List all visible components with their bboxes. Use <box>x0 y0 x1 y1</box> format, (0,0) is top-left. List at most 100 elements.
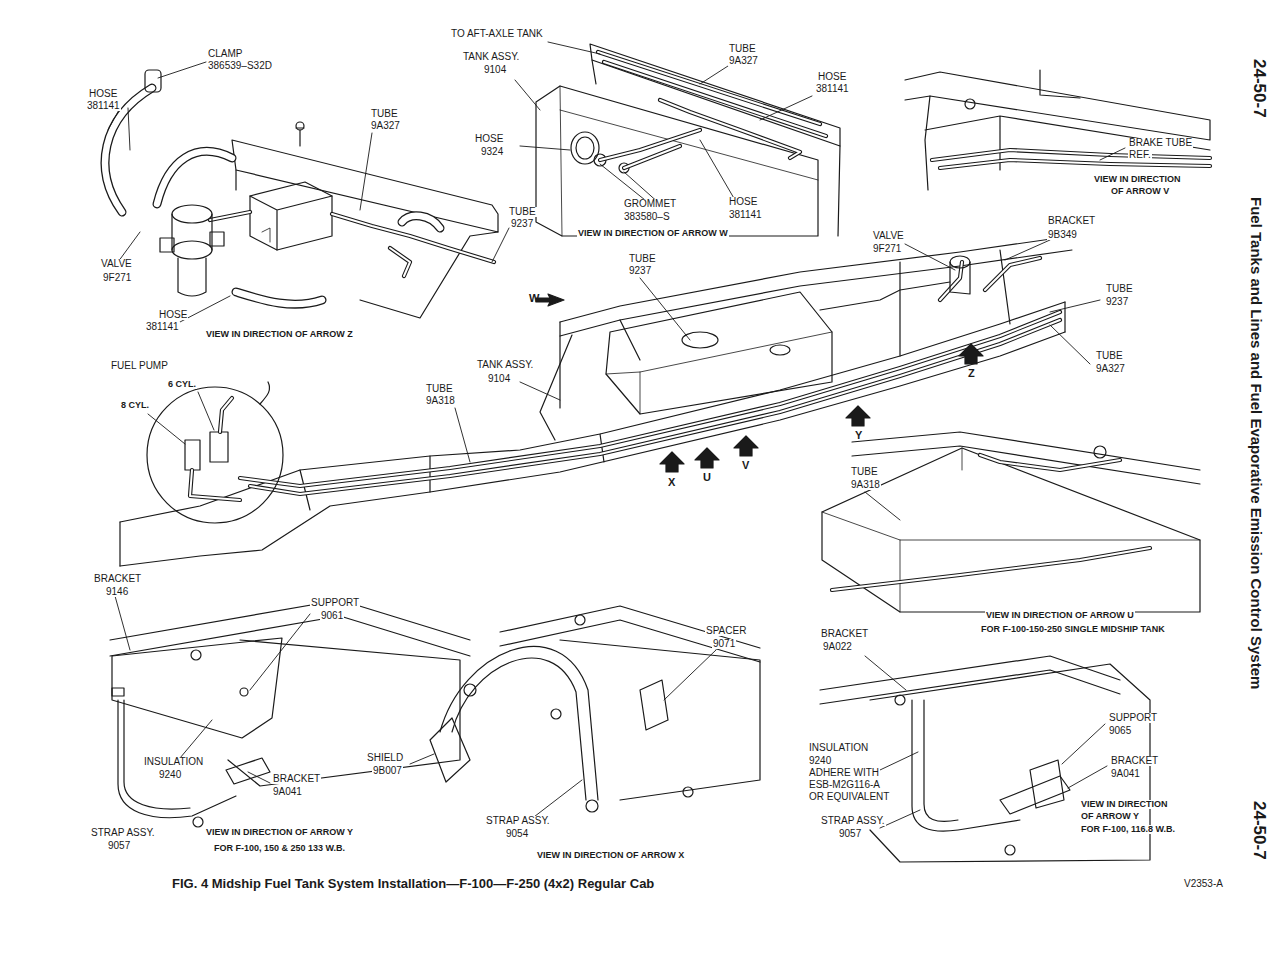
view-z-assembly-part <box>232 140 498 232</box>
view-caption: 8 CYL. <box>120 401 150 410</box>
part-label: STRAP ASSY. <box>820 816 886 826</box>
view-z-assembly-part <box>108 62 509 322</box>
part-label: 386539–S32D <box>207 61 273 71</box>
chassis-frame-part <box>560 250 1010 408</box>
part-label: VALVE <box>872 231 905 241</box>
view-z-assembly-part <box>402 216 440 228</box>
part-label: CLAMP <box>207 49 243 59</box>
view-y-116-assembly-part <box>1005 845 1015 855</box>
part-label: 9237 <box>510 219 534 229</box>
part-label: 9057 <box>107 841 131 851</box>
part-label: 381141 <box>86 101 121 111</box>
chassis-frame-part <box>250 320 1060 494</box>
part-label: BRAKE TUBE <box>1128 138 1193 148</box>
chassis-frame-part <box>940 258 1040 300</box>
part-label: TUBE <box>370 109 399 119</box>
part-label: 9061 <box>320 611 344 621</box>
part-label: INSULATION <box>808 743 869 753</box>
view-z-assembly-part <box>390 248 410 276</box>
view-z-assembly <box>105 62 509 322</box>
part-label: TUBE <box>1095 351 1124 361</box>
view-v-assembly-part <box>932 150 1210 168</box>
part-label: FUEL PUMP <box>110 361 169 371</box>
view-y-133-assembly-part <box>112 638 282 738</box>
view-z-assembly-part <box>402 216 440 228</box>
part-label: TANK ASSY. <box>476 360 534 370</box>
part-label: ESB-M2G116-A <box>808 780 881 790</box>
arrow-letter: X <box>667 477 676 488</box>
view-z-assembly-part <box>296 122 304 130</box>
chassis-frame <box>120 236 1100 566</box>
part-label: 9240 <box>158 770 182 780</box>
view-z-assembly-part <box>210 232 224 246</box>
part-label: 381141 <box>728 210 763 220</box>
view-x-assembly-part <box>440 647 598 800</box>
part-label: 9A318 <box>425 396 456 406</box>
view-z-assembly-part <box>172 214 212 250</box>
view-v-assembly-part <box>925 96 1210 190</box>
part-label: 9065 <box>1108 726 1132 736</box>
part-label: 9A041 <box>1110 769 1141 779</box>
part-label: ADHERE WITH <box>808 768 880 778</box>
part-label: REF. <box>1128 150 1152 160</box>
part-label: HOSE <box>88 89 118 99</box>
view-u-assembly <box>822 432 1200 612</box>
part-label: TUBE <box>508 207 537 217</box>
part-label: BRACKET <box>272 774 321 784</box>
view-w-assembly-part <box>515 42 812 204</box>
chassis-frame-part <box>950 256 970 268</box>
part-label: 9104 <box>487 374 511 384</box>
view-z-assembly-part <box>236 170 498 318</box>
part-label: BRACKET <box>1047 216 1096 226</box>
view-arrow <box>536 294 983 472</box>
view-z-assembly-part <box>390 248 410 276</box>
view-y-133-assembly <box>110 596 470 827</box>
view-u-assembly-part <box>852 432 1200 484</box>
view-z-assembly-part <box>172 205 212 223</box>
chassis-frame-part <box>260 382 270 404</box>
part-label: HOSE <box>728 197 758 207</box>
view-u-assembly-part <box>832 548 1150 590</box>
view-y-116-assembly-part <box>895 695 905 705</box>
arrow-letter: W <box>528 293 540 304</box>
view-w-assembly-part <box>600 130 700 168</box>
chassis-frame-part <box>606 332 832 414</box>
part-label: 381141 <box>145 322 180 332</box>
view-x-assembly-part <box>640 680 668 730</box>
view-caption: 6 CYL. <box>167 380 197 389</box>
view-caption: FOR F-100-150-250 SINGLE MIDSHIP TANK <box>980 625 1166 634</box>
view-y-133-assembly-part <box>124 700 190 809</box>
view-caption: VIEW IN DIRECTION OF ARROW W <box>577 229 729 238</box>
part-label: STRAP ASSY. <box>90 828 156 838</box>
view-z-assembly-part <box>236 292 322 304</box>
view-w-assembly-part <box>660 100 800 158</box>
view-z-assembly-part <box>210 212 494 262</box>
view-u-assembly-part <box>822 448 1200 612</box>
view-caption: FOR F-100, 116.8 W.B. <box>1080 825 1176 834</box>
view-u-assembly-part <box>980 455 1120 470</box>
view-x-assembly-part <box>551 709 561 719</box>
figure-caption: FIG. 4 Midship Fuel Tank System Installa… <box>172 876 654 891</box>
arrow-letter: U <box>702 472 712 483</box>
part-label: 9057 <box>838 829 862 839</box>
part-label: GROMMET <box>623 199 677 209</box>
view-v-assembly <box>905 70 1210 190</box>
section-heading: Fuel Tanks and Lines and Fuel Evaporativ… <box>1249 196 1264 690</box>
view-caption: OF ARROW Y <box>1080 812 1140 821</box>
chassis-frame-part <box>682 332 718 348</box>
part-label: 9146 <box>105 587 129 597</box>
part-label: 383580–S <box>623 212 671 222</box>
chassis-frame-part <box>300 434 604 510</box>
part-label: HOSE <box>474 134 504 144</box>
view-x-assembly <box>410 606 760 820</box>
chassis-frame-part <box>120 302 1065 566</box>
part-label: BRACKET <box>820 629 869 639</box>
view-v-assembly-part <box>965 99 975 109</box>
part-label: TUBE <box>425 384 454 394</box>
part-label: SPACER <box>705 626 747 636</box>
view-y-133-assembly-part <box>110 600 470 656</box>
view-caption: VIEW IN DIRECTION OF ARROW U <box>985 611 1135 620</box>
view-y-133-assembly-part <box>191 650 201 660</box>
chassis-frame-part <box>190 398 240 500</box>
view-x-assembly-part <box>430 718 470 782</box>
